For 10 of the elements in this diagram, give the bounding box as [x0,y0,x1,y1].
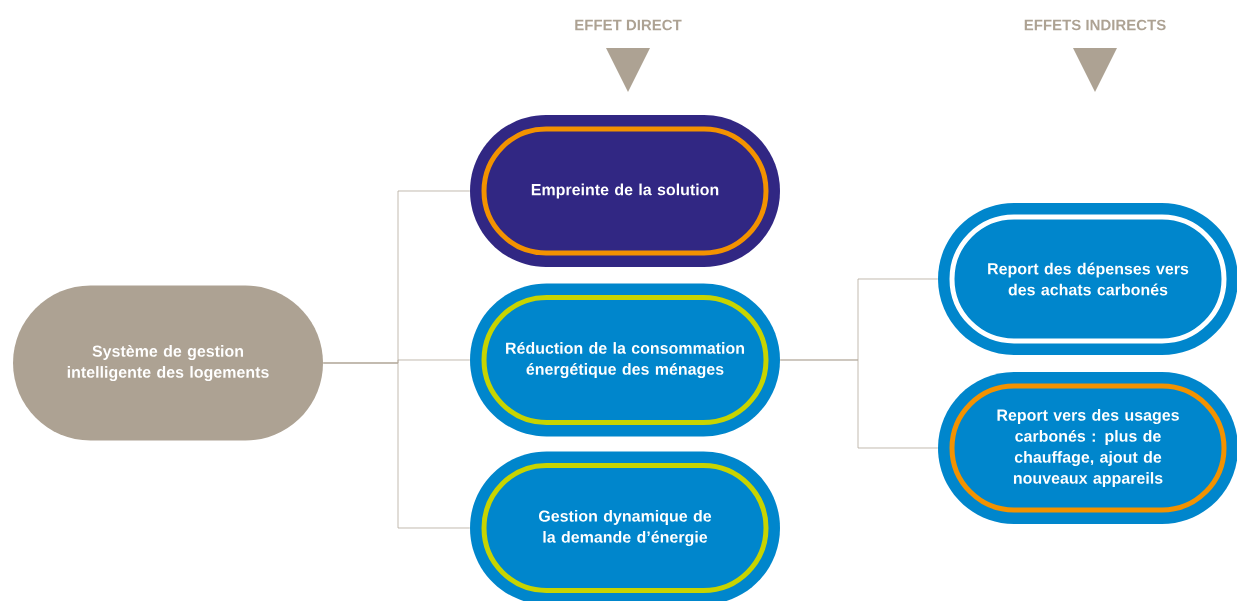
connector-line [779,359,939,449]
pill-box: Empreinte de la solution [470,115,780,267]
pill-box: Report vers des usages carbonés : plus de chauffage, ajout de nouveaux appareils [938,372,1237,524]
pill-box: Système de gestion intelligente des logements [13,285,323,441]
pill-box: Gestion dynamique de la demande d’énergie [470,451,780,601]
pill-box: Report des dépenses vers des achats carbonés [938,203,1237,355]
heading: EFFETS INDIRECTS [1024,19,1166,31]
heading: EFFET DIRECT [575,19,682,31]
pill-box: Réduction de la consommation énergétique des ménages [470,283,780,437]
connector-line [322,362,471,529]
